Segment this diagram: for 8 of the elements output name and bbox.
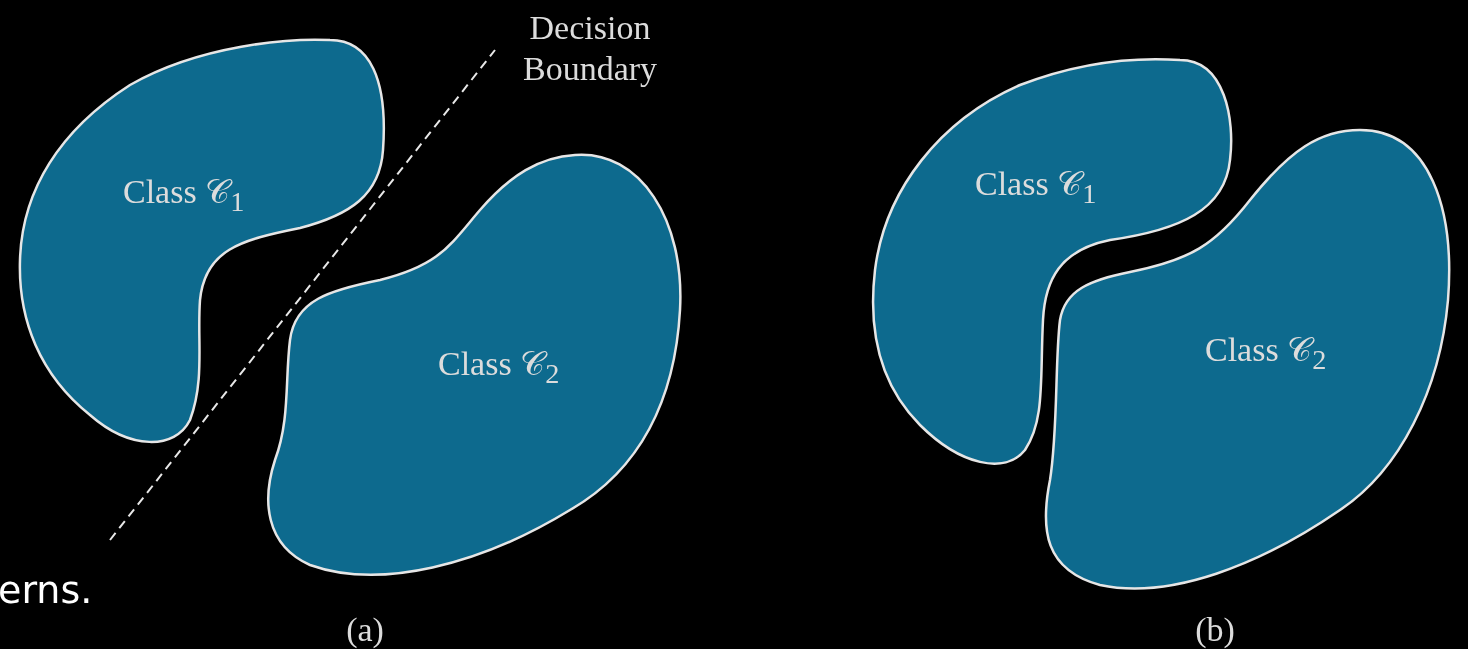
class-label: Class 𝒞$_{1}$ — [975, 167, 1097, 209]
class-label: Class 𝒞$_{1}$ — [123, 175, 245, 217]
cut-off-text: erns. — [0, 568, 94, 614]
class-label: Class 𝒞$_{2}$ — [438, 347, 560, 389]
panel-label: (b) — [1194, 610, 1236, 649]
class-label: Class 𝒞$_{2}$ — [1205, 333, 1327, 375]
boundary-label: Decision Boundary — [521, 8, 659, 89]
panel-label: (a) — [345, 610, 385, 649]
